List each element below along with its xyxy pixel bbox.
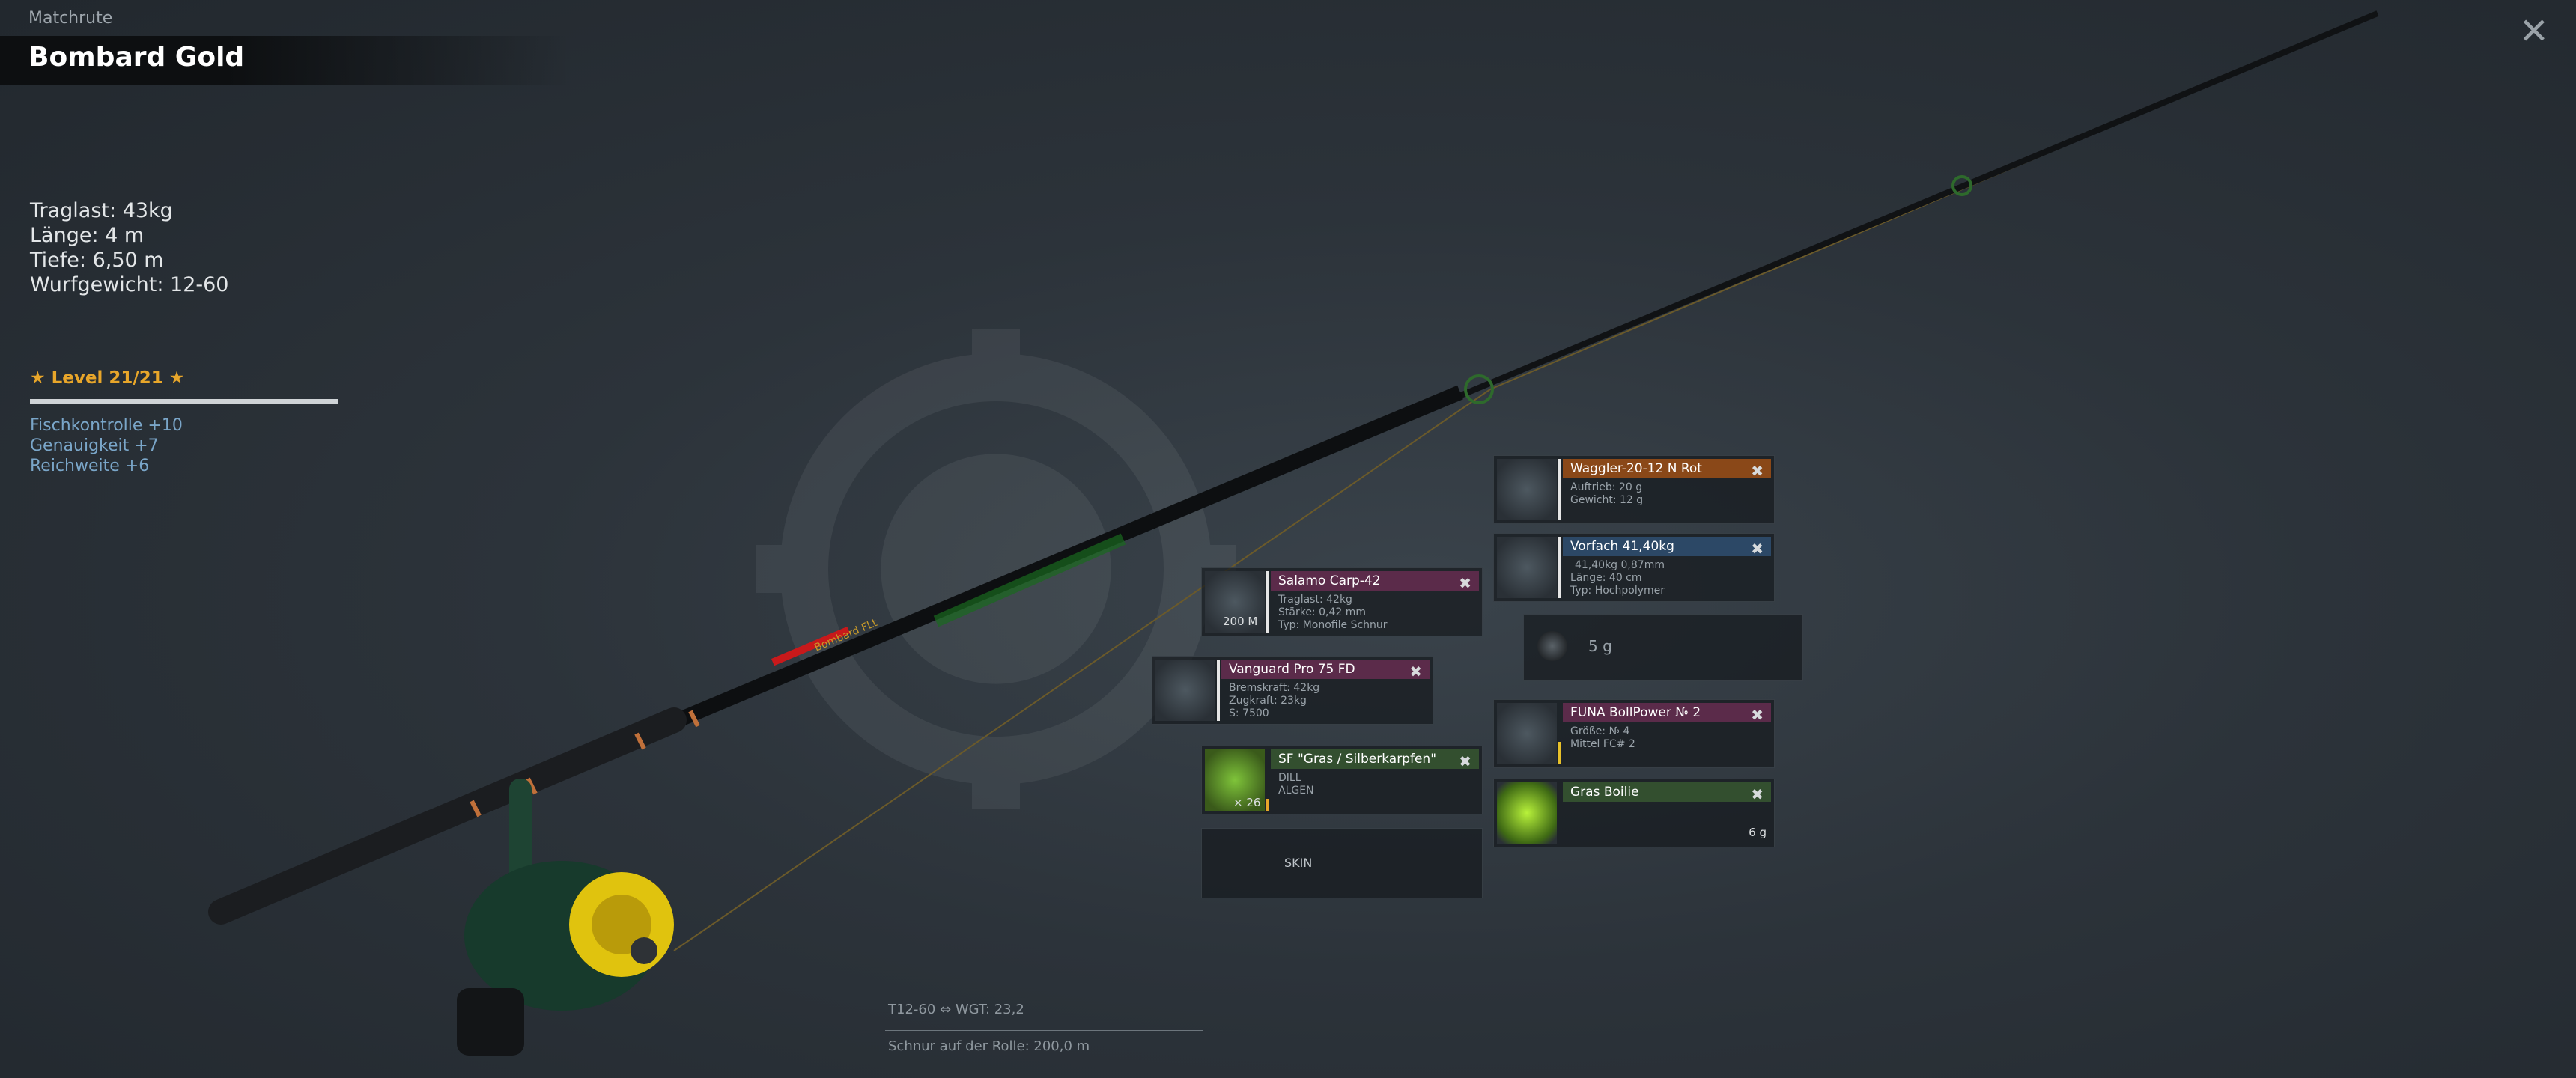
bait-weight: 6 g	[1749, 826, 1767, 839]
leader-detail: 41,40kg 0,87mm	[1575, 559, 1665, 571]
line-detail: Stärke: 0,42 mm	[1278, 606, 1366, 618]
slot-float[interactable]: Waggler-20-12 N Rot ✖ Auftrieb: 20 g Gew…	[1493, 455, 1775, 524]
bait-title: Gras Boilie ✖	[1563, 782, 1771, 803]
remove-float-icon[interactable]: ✖	[1751, 462, 1764, 480]
leader-title: Vorfach 41,40kg ✖	[1563, 537, 1771, 558]
groundbait-quantity: × 26	[1233, 796, 1261, 809]
reel-detail: Zugkraft: 23kg	[1229, 695, 1307, 707]
line-info: T12-60 ⇔ WGT: 23,2	[888, 1002, 1024, 1017]
item-title: Bombard Gold	[28, 42, 245, 73]
slot-hook[interactable]: FUNA BollPower № 2 ✖ Größe: № 4 Mittel F…	[1493, 699, 1775, 768]
remove-bait-icon[interactable]: ✖	[1751, 785, 1764, 803]
line-spool-icon	[1205, 571, 1265, 633]
hook-icon	[1497, 703, 1557, 764]
bonus-genauigkeit: Genauigkeit +7	[30, 436, 159, 455]
sinker-icon	[1537, 631, 1567, 661]
slot-sinker[interactable]: 5 g	[1523, 614, 1803, 681]
leader-icon	[1497, 537, 1557, 598]
groundbait-bag-icon	[1205, 749, 1265, 811]
bonus-reichweite: Reichweite +6	[30, 457, 150, 475]
line-on-reel: Schnur auf der Rolle: 200,0 m	[888, 1038, 1090, 1054]
reel-detail: Bremskraft: 42kg	[1229, 682, 1320, 694]
stat-tiefe: Tiefe: 6,50 m	[30, 249, 164, 272]
float-title: Waggler-20-12 N Rot ✖	[1563, 459, 1771, 480]
groundbait-detail: ALGEN	[1278, 785, 1314, 797]
groundbait-title: SF "Gras / Silberkarpfen" ✖	[1271, 749, 1479, 770]
stat-wurfgewicht: Wurfgewicht: 12-60	[30, 273, 229, 296]
title-bar	[0, 36, 569, 85]
slot-groundbait[interactable]: × 26 SF "Gras / Silberkarpfen" ✖ DILL AL…	[1201, 746, 1483, 814]
sinker-weight: 5 g	[1588, 637, 1612, 655]
bonus-fischkontrolle: Fischkontrolle +10	[30, 416, 183, 435]
leader-title-text: Vorfach 41,40kg	[1570, 539, 1674, 554]
reel-icon	[1155, 660, 1215, 721]
float-icon	[1497, 459, 1557, 520]
level-label: ★ Level 21/21 ★	[30, 368, 185, 388]
groundbait-title-text: SF "Gras / Silberkarpfen"	[1278, 752, 1437, 767]
stat-laenge: Länge: 4 m	[30, 224, 145, 247]
groundbait-detail: DILL	[1278, 772, 1301, 784]
float-title-text: Waggler-20-12 N Rot	[1570, 461, 1702, 476]
hook-detail: Größe: № 4	[1570, 725, 1630, 737]
line-title: Salamo Carp-42 ✖	[1271, 571, 1479, 592]
reel-title: Vanguard Pro 75 FD ✖	[1221, 660, 1430, 680]
float-detail: Auftrieb: 20 g	[1570, 481, 1643, 493]
line-quantity: 200 M	[1223, 615, 1258, 628]
slot-fishing-line[interactable]: 200 M Salamo Carp-42 ✖ Traglast: 42kg St…	[1201, 567, 1483, 636]
hook-title: FUNA BollPower № 2 ✖	[1563, 703, 1771, 724]
remove-leader-icon[interactable]: ✖	[1751, 540, 1764, 558]
slot-reel[interactable]: Vanguard Pro 75 FD ✖ Bremskraft: 42kg Zu…	[1152, 656, 1433, 725]
skin-label: SKIN	[1284, 856, 1313, 870]
reel-title-text: Vanguard Pro 75 FD	[1229, 662, 1355, 677]
remove-reel-icon[interactable]: ✖	[1409, 663, 1422, 680]
line-detail: Typ: Monofile Schnur	[1278, 619, 1388, 631]
slot-bait[interactable]: Gras Boilie ✖ 6 g	[1493, 779, 1775, 847]
line-detail: Traglast: 42kg	[1278, 594, 1352, 606]
bait-title-text: Gras Boilie	[1570, 785, 1639, 800]
remove-groundbait-icon[interactable]: ✖	[1459, 752, 1471, 770]
leader-detail: Typ: Hochpolymer	[1570, 585, 1665, 597]
reel-illustration	[457, 779, 674, 1056]
slot-skin[interactable]: SKIN	[1201, 828, 1483, 898]
boilie-jar-icon	[1497, 782, 1557, 844]
float-detail: Gewicht: 12 g	[1570, 494, 1644, 506]
hook-detail: Mittel FC# 2	[1570, 738, 1635, 750]
remove-hook-icon[interactable]: ✖	[1751, 706, 1764, 724]
rod-print-label	[771, 627, 851, 666]
remove-line-icon[interactable]: ✖	[1459, 574, 1471, 592]
stat-traglast: Traglast: 43kg	[30, 199, 173, 222]
reel-detail: S: 7500	[1229, 707, 1269, 719]
item-category: Matchrute	[28, 9, 113, 28]
line-title-text: Salamo Carp-42	[1278, 573, 1381, 588]
level-progress-bar	[30, 399, 338, 404]
footer-divider	[885, 1030, 1203, 1031]
hook-title-text: FUNA BollPower № 2	[1570, 705, 1701, 720]
slot-leader[interactable]: Vorfach 41,40kg ✖ 41,40kg 0,87mm Länge: …	[1493, 533, 1775, 602]
close-icon[interactable]: ✕	[2518, 10, 2549, 52]
leader-detail: Länge: 40 cm	[1570, 572, 1642, 584]
